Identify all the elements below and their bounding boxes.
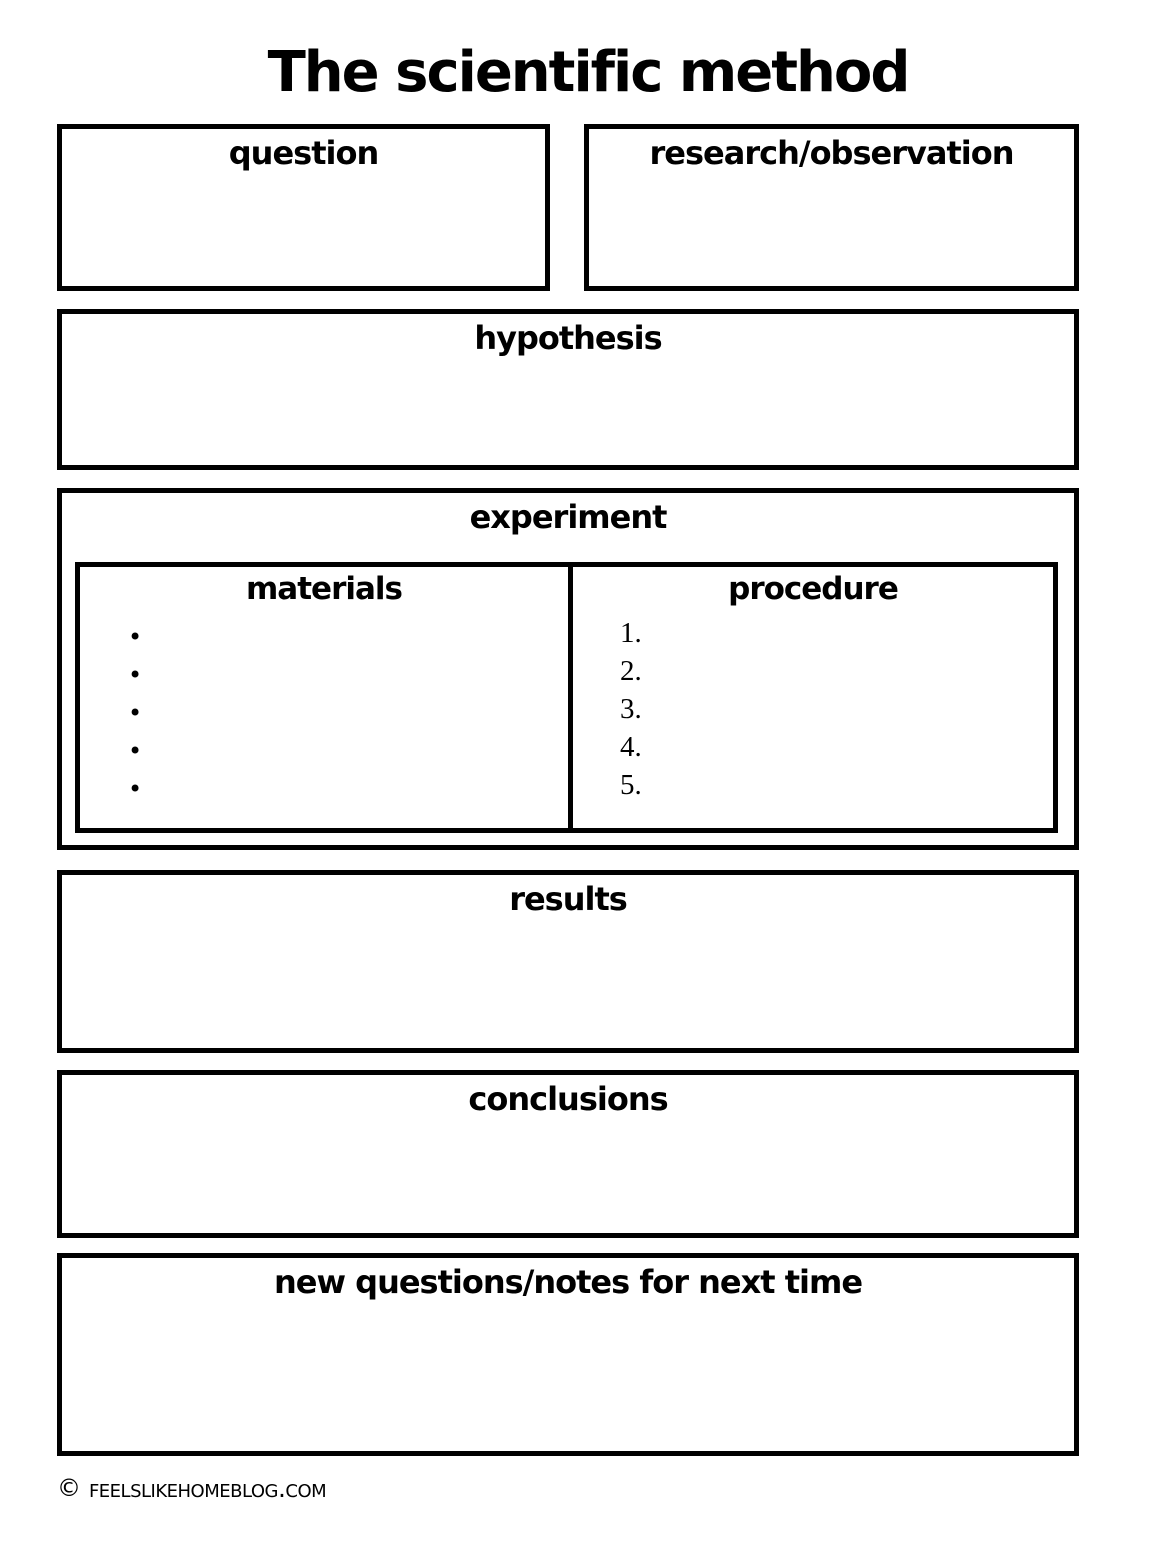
conclusions-box: conclusions bbox=[57, 1070, 1079, 1238]
materials-bullet: • bbox=[128, 661, 143, 690]
hypothesis-box: hypothesis bbox=[57, 309, 1079, 470]
copyright-symbol: © bbox=[57, 1474, 81, 1502]
results-box: results bbox=[57, 870, 1079, 1053]
results-label: results bbox=[509, 880, 628, 918]
materials-bullet: • bbox=[128, 699, 143, 728]
experiment-inner-box: materials • • • • • procedure 1. 2. 3. 4. 5. bbox=[75, 562, 1058, 833]
experiment-label: experiment bbox=[469, 498, 668, 536]
new-questions-box: new questions/notes for next time bbox=[57, 1253, 1079, 1456]
materials-bullet: • bbox=[128, 737, 143, 766]
procedure-step-number: 1. bbox=[620, 617, 642, 650]
research-observation-box: research/observation bbox=[584, 124, 1079, 291]
procedure-step-number: 3. bbox=[620, 693, 642, 726]
procedure-step-list: 1. 2. 3. 4. 5. bbox=[573, 615, 1053, 805]
materials-bullet: • bbox=[128, 775, 143, 804]
procedure-step-number: 4. bbox=[620, 731, 642, 764]
materials-column: materials • • • • • bbox=[80, 567, 573, 828]
procedure-step-number: 2. bbox=[620, 655, 642, 688]
procedure-column: procedure 1. 2. 3. 4. 5. bbox=[573, 567, 1053, 828]
research-observation-label: research/observation bbox=[649, 134, 1015, 172]
procedure-step-number: 5. bbox=[620, 769, 642, 802]
procedure-label: procedure bbox=[728, 571, 899, 607]
materials-bullet-list: • • • • • bbox=[80, 618, 568, 808]
footer-domain-text: feelslikehomeblog.com bbox=[88, 1474, 327, 1503]
hypothesis-label: hypothesis bbox=[474, 319, 662, 357]
question-box: question bbox=[57, 124, 550, 291]
conclusions-label: conclusions bbox=[468, 1080, 668, 1118]
experiment-box: experiment materials • • • • • procedure 1. 2… bbox=[57, 488, 1079, 850]
materials-label: materials bbox=[246, 571, 403, 607]
materials-bullet: • bbox=[128, 623, 143, 652]
footer-credit: © feelslikehomeblog.com bbox=[57, 1474, 327, 1503]
question-label: question bbox=[228, 134, 379, 172]
page-title: The scientific method bbox=[267, 40, 911, 105]
new-questions-label: new questions/notes for next time bbox=[273, 1263, 863, 1301]
